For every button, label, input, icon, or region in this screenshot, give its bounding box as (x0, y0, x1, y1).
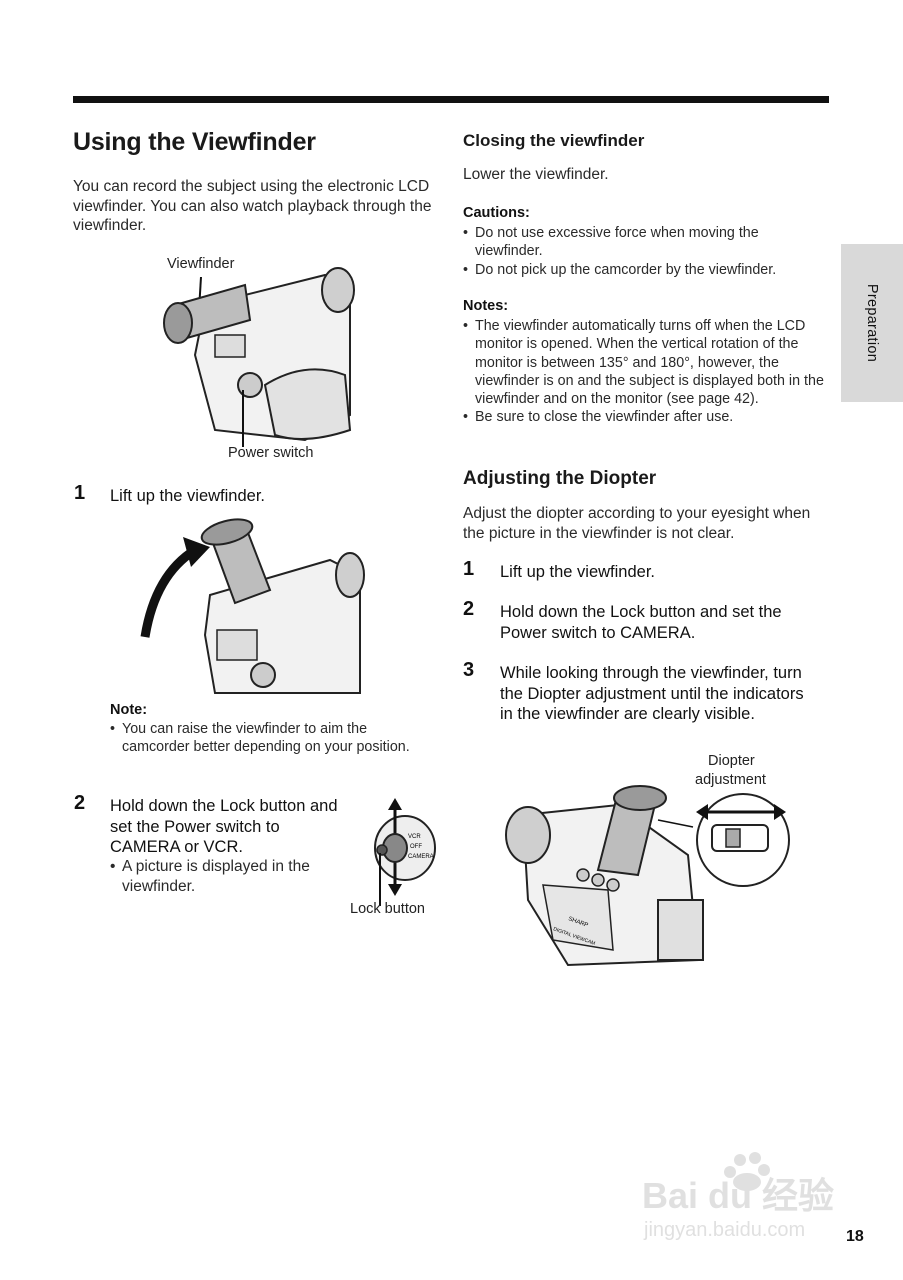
note-item: Be sure to close the viewfinder after us… (463, 408, 831, 427)
switch-label-camera: CAMERA (408, 854, 434, 860)
step1-number: 1 (74, 482, 86, 504)
switch-label-vcr: VCR (408, 834, 421, 840)
lift-arrow-icon (183, 537, 210, 567)
arrow-down-icon (388, 884, 402, 896)
header-rule (73, 96, 829, 103)
power-switch-label: Power switch (228, 445, 314, 461)
diopter-step1-text: Lift up the viewfinder. (500, 563, 656, 581)
note-item: You can raise the viewfinder to aim the … (110, 720, 410, 757)
viewfinder-label: Viewfinder (167, 256, 235, 272)
diopter-label-line1: Diopter (708, 753, 755, 769)
caution-item: Do not pick up the camcorder by the view… (463, 261, 825, 280)
note-item: The viewfinder automatically turns off w… (463, 317, 831, 408)
diopter-heading: Adjusting the Diopter (463, 468, 657, 489)
note-list: You can raise the viewfinder to aim the … (110, 720, 410, 757)
cautions-list: Do not use excessive force when moving t… (463, 224, 825, 279)
notes-heading: Notes: (463, 298, 509, 314)
page-number: 18 (846, 1228, 864, 1245)
note-heading: Note: (110, 702, 148, 718)
watermark: Bai du 经验 jingyan.baidu.com (640, 1150, 850, 1250)
cautions-heading: Cautions: (463, 205, 530, 221)
notes-list: The viewfinder automatically turns off w… (463, 317, 831, 427)
step1-text: Lift up the viewfinder. (110, 487, 266, 505)
diopter-step1-number: 1 (463, 558, 475, 580)
diopter-step2-text: Hold down the Lock button and set the Po… (500, 603, 782, 642)
closing-heading: Closing the viewfinder (463, 131, 645, 150)
diopter-step2-number: 2 (463, 598, 475, 620)
lock-button-label: Lock button (350, 901, 425, 917)
page-title: Using the Viewfinder (73, 128, 316, 156)
baidu-paw-icon: Bai du 经验 jingyan.baidu.com (642, 1152, 834, 1241)
arrow-left-icon (696, 804, 708, 820)
caution-item: Do not use excessive force when moving t… (463, 224, 825, 261)
intro-paragraph: You can record the subject using the ele… (73, 178, 432, 234)
closing-text: Lower the viewfinder. (463, 166, 609, 183)
camcorder-illustration-2 (140, 518, 365, 694)
step2-bullet-list: A picture is displayed in the viewfinder… (110, 857, 350, 896)
lock-button-illustration: VCR OFF CAMERA (374, 798, 436, 906)
arrow-right-icon (774, 804, 786, 820)
section-tab-label: Preparation (864, 283, 880, 363)
diopter-intro: Adjust the diopter according to your eye… (463, 505, 811, 542)
section-tab: Preparation (841, 244, 903, 402)
camcorder-illustration-1 (163, 267, 355, 447)
step2-text: Hold down the Lock button and set the Po… (110, 797, 338, 856)
diopter-step3-text: While looking through the viewfinder, tu… (500, 664, 804, 723)
watermark-url: jingyan.baidu.com (643, 1219, 805, 1241)
camcorder-illustration-3: SHARP DIGITAL VIEWCAM (505, 785, 790, 967)
diopter-step3-number: 3 (463, 659, 475, 681)
step2-bullet: A picture is displayed in the viewfinder… (110, 857, 350, 896)
step2-number: 2 (74, 792, 86, 814)
switch-label-off: OFF (410, 844, 422, 850)
diopter-label-line2: adjustment (695, 772, 766, 788)
watermark-brand: Bai du 经验 (642, 1175, 834, 1216)
arrow-up-icon (388, 798, 402, 810)
